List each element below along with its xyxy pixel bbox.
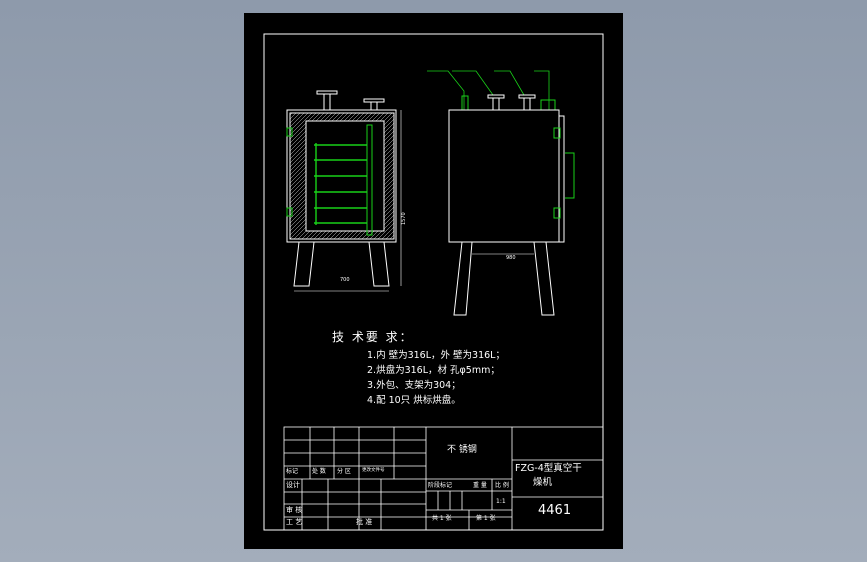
front-view bbox=[286, 90, 402, 292]
product-name-line2: 燥机 bbox=[533, 477, 553, 488]
drawing-border bbox=[263, 33, 604, 531]
cad-drawing bbox=[263, 33, 604, 531]
side-view bbox=[427, 70, 575, 316]
requirement-4: 4.配 10只 烘标烘盘。 bbox=[367, 395, 461, 406]
stage-mark-header: 阶段标记 bbox=[428, 482, 453, 489]
scale-value: 1:1 bbox=[496, 498, 506, 505]
count-label: 处 数 bbox=[312, 468, 326, 475]
product-name-line1: FZG-4型真空干 bbox=[515, 463, 582, 474]
process-label: 工 艺 bbox=[286, 518, 303, 526]
requirements-title: 技 术要 求： bbox=[332, 330, 414, 344]
approve-label: 批 准 bbox=[356, 518, 373, 526]
material-label: 不 锈钢 bbox=[447, 445, 477, 455]
requirement-1: 1.内 壁为316L，外 壁为316L； bbox=[367, 350, 505, 361]
drawing-sheet: 700 980 1570 技 术要 求： 1.内 壁为316L，外 壁为316L… bbox=[244, 13, 623, 549]
sheet-number: 第 1 张 bbox=[476, 515, 496, 522]
scale-header: 比 例 bbox=[495, 482, 509, 489]
drawing-number: 4461 bbox=[538, 503, 572, 518]
front-width-dimension: 700 bbox=[340, 277, 350, 283]
change-doc-label: 更改文件号 bbox=[362, 468, 385, 473]
height-dimension: 1570 bbox=[401, 212, 407, 225]
design-label: 设计 bbox=[286, 481, 300, 489]
weight-header: 重 量 bbox=[473, 482, 487, 489]
requirement-2: 2.烘盘为316L，材 孔φ5mm； bbox=[367, 365, 500, 376]
title-block bbox=[283, 426, 604, 531]
zone-label: 分 区 bbox=[337, 468, 351, 475]
side-width-dimension: 980 bbox=[506, 255, 516, 261]
mark-label: 标记 bbox=[286, 468, 299, 475]
requirement-3: 3.外包、支架为304； bbox=[367, 380, 461, 391]
total-sheets: 共 1 张 bbox=[432, 515, 452, 522]
review-label: 审 核 bbox=[286, 506, 303, 514]
